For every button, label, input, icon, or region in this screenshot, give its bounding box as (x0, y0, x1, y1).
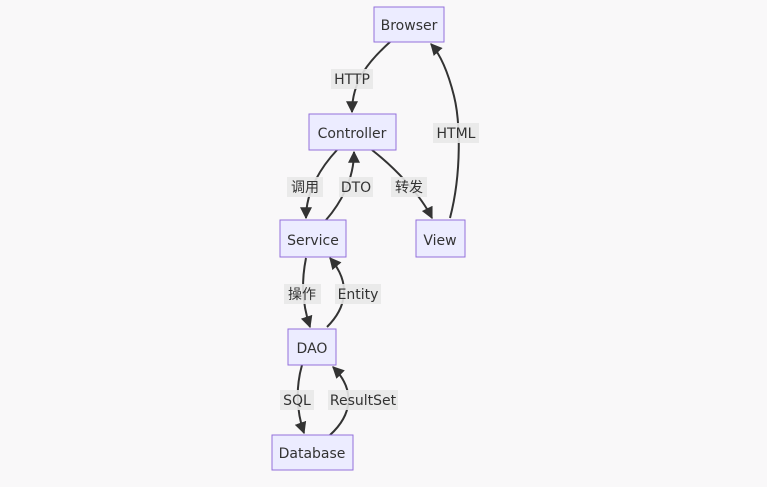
edge-label-forward: 转发 (391, 177, 427, 197)
edge-labels: HTTP 调用 DTO 转发 HTML 操作 Entity SQL (280, 69, 479, 410)
svg-text:Browser: Browser (381, 18, 438, 34)
node-database[interactable]: Database (271, 434, 354, 471)
edge-view-to-browser (430, 43, 460, 219)
nodes: Browser Controller Service View DAO Data… (271, 6, 466, 471)
edge-label-entity: Entity (335, 284, 381, 304)
edge-label-invoke: 调用 (287, 177, 323, 197)
svg-text:HTTP: HTTP (334, 72, 370, 88)
svg-text:ResultSet: ResultSet (330, 393, 397, 409)
svg-text:转发: 转发 (395, 180, 423, 196)
svg-text:SQL: SQL (283, 393, 311, 409)
node-view[interactable]: View (415, 219, 466, 258)
svg-text:HTML: HTML (437, 126, 476, 142)
edge-label-http: HTTP (331, 69, 373, 89)
edge-label-resultset: ResultSet (328, 390, 398, 410)
node-browser[interactable]: Browser (373, 6, 445, 43)
node-controller[interactable]: Controller (308, 113, 397, 151)
svg-text:Controller: Controller (318, 126, 387, 142)
edge-label-sql: SQL (280, 390, 314, 410)
svg-text:DTO: DTO (341, 180, 371, 196)
svg-text:DAO: DAO (297, 341, 328, 357)
svg-text:操作: 操作 (288, 287, 316, 303)
node-service[interactable]: Service (279, 219, 347, 258)
svg-text:调用: 调用 (291, 180, 319, 196)
svg-text:View: View (423, 233, 456, 249)
edge-label-html: HTML (433, 123, 479, 143)
svg-text:Service: Service (287, 233, 339, 249)
edge-label-operate: 操作 (284, 284, 321, 304)
svg-text:Entity: Entity (338, 287, 379, 303)
node-dao[interactable]: DAO (287, 328, 337, 366)
edge-label-dto: DTO (339, 177, 373, 197)
svg-text:Database: Database (279, 446, 346, 462)
